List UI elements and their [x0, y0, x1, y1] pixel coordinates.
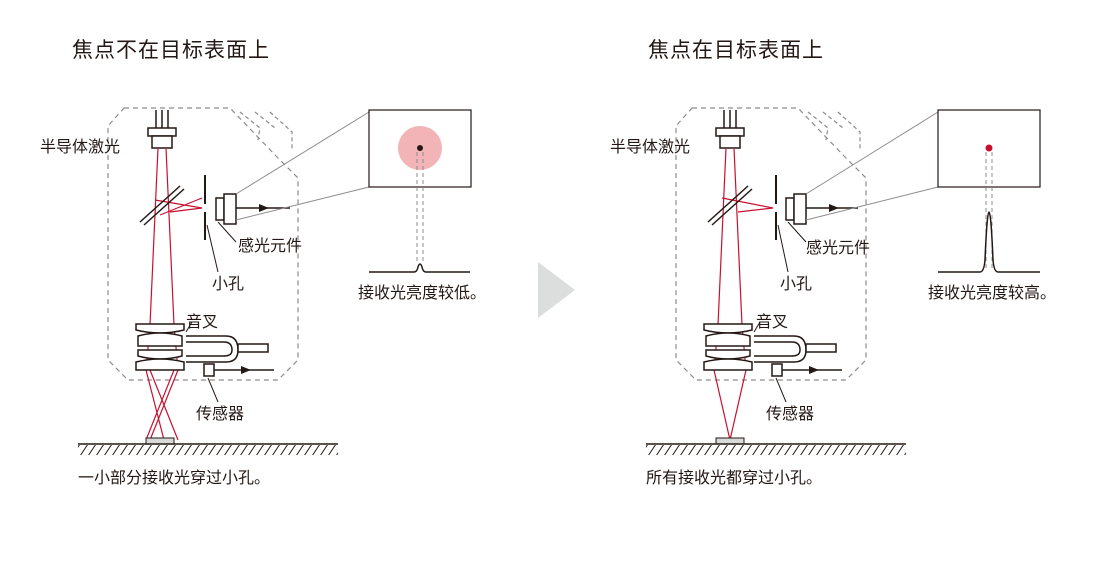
right-title: 焦点在目标表面上 — [648, 38, 824, 62]
objective-lens — [135, 323, 185, 371]
tuning-fork-label: 音叉 — [186, 312, 219, 331]
target-sample — [715, 437, 745, 445]
right-diagram — [646, 107, 1041, 455]
sensor-icon — [771, 363, 783, 377]
tuning-fork-icon — [186, 335, 269, 363]
sensor-label: 传感器 — [766, 404, 815, 423]
result-caption: 接收光亮度较低。 — [358, 283, 487, 302]
signal-high — [938, 211, 1040, 273]
bottom-caption: 一小部分接收光穿过小孔。 — [78, 468, 271, 487]
target-sample — [145, 437, 175, 445]
housing-outline — [107, 107, 299, 381]
bottom-caption: 所有接收光都穿过小孔。 — [646, 468, 823, 487]
housing-outline — [675, 107, 867, 381]
pinhole-label: 小孔 — [780, 274, 813, 293]
laser-diode-icon — [715, 110, 745, 149]
tuning-fork-label: 音叉 — [756, 312, 789, 331]
photodetector-label: 感光元件 — [238, 236, 303, 255]
chevron-right-icon — [538, 262, 575, 318]
sensor-icon — [203, 363, 215, 377]
laser-label: 半导体激光 — [40, 137, 121, 156]
laser-diode-icon — [147, 110, 177, 149]
focused-spot — [985, 144, 993, 152]
pinhole-label: 小孔 — [212, 274, 245, 293]
tuning-fork-icon — [754, 335, 837, 363]
signal-low — [369, 263, 470, 273]
beam-splitter — [139, 185, 181, 223]
laser-label: 半导体激光 — [610, 137, 691, 156]
photodetector-icon — [215, 193, 290, 225]
left-diagram — [78, 107, 472, 455]
photodetector-icon — [785, 193, 858, 225]
result-caption: 接收光亮度较高。 — [928, 283, 1057, 302]
laser-beams — [713, 147, 774, 441]
beam-splitter — [707, 185, 749, 223]
photodetector-label: 感光元件 — [806, 238, 871, 257]
sensor-label: 传感器 — [196, 404, 245, 423]
objective-lens — [703, 323, 753, 371]
left-title: 焦点不在目标表面上 — [72, 38, 270, 62]
